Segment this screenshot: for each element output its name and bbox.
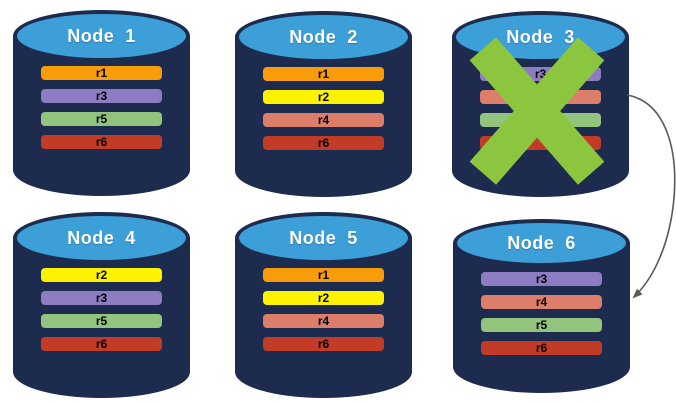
partition-bar: r6 bbox=[41, 135, 162, 149]
partition-bar: r3 bbox=[481, 272, 602, 286]
partition-bar: r3 bbox=[41, 291, 162, 305]
node-4-title: Node 4 bbox=[67, 227, 136, 248]
node-5-partitions: r1 r2 r4 r6 bbox=[263, 268, 384, 351]
node-3-cylinder-top: Node 3 bbox=[452, 11, 629, 63]
partition-bar bbox=[480, 90, 601, 104]
node-2-title: Node 2 bbox=[289, 26, 358, 47]
partition-bar: r4 bbox=[263, 314, 384, 328]
node-5-cylinder-top: Node 5 bbox=[235, 212, 412, 264]
partition-bar: r5 bbox=[41, 112, 162, 126]
partition-bar: r5 bbox=[41, 314, 162, 328]
node-3-title: Node 3 bbox=[506, 26, 575, 47]
node-1: Node 1 r1 r3 r5 r6 bbox=[13, 10, 190, 196]
node-4-cylinder-top: Node 4 bbox=[13, 212, 190, 264]
node-3: Node 3 r3 bbox=[452, 11, 629, 197]
partition-bar: r6 bbox=[41, 337, 162, 351]
partition-bar: r6 bbox=[481, 341, 602, 355]
node-6-cylinder-top: Node 6 bbox=[453, 219, 630, 267]
node-1-title: Node 1 bbox=[67, 25, 136, 46]
partition-bar: r1 bbox=[41, 66, 162, 80]
partition-bar: r5 bbox=[481, 318, 602, 332]
node-5-title: Node 5 bbox=[289, 227, 358, 248]
partition-bar: r1 bbox=[263, 67, 384, 81]
partition-bar: r2 bbox=[263, 90, 384, 104]
partition-bar: r2 bbox=[41, 268, 162, 282]
node-1-partitions: r1 r3 r5 r6 bbox=[41, 66, 162, 149]
partition-bar: r1 bbox=[263, 268, 384, 282]
partition-bar: r3 bbox=[480, 67, 601, 81]
node-5: Node 5 r1 r2 r4 r6 bbox=[235, 212, 412, 398]
partition-bar: r2 bbox=[263, 291, 384, 305]
node-2-partitions: r1 r2 r4 r6 bbox=[263, 67, 384, 150]
partition-bar bbox=[480, 113, 601, 127]
partition-bar bbox=[480, 136, 601, 150]
node-3-partitions: r3 bbox=[480, 67, 601, 150]
node-6-partitions: r3 r4 r5 r6 bbox=[481, 272, 602, 355]
partition-bar: r3 bbox=[41, 89, 162, 103]
partition-bar: r6 bbox=[263, 337, 384, 351]
node-4: Node 4 r2 r3 r5 r6 bbox=[13, 212, 190, 398]
node-6-title: Node 6 bbox=[507, 232, 576, 253]
partition-bar: r6 bbox=[263, 136, 384, 150]
partition-bar: r4 bbox=[481, 295, 602, 309]
node-2: Node 2 r1 r2 r4 r6 bbox=[235, 11, 412, 197]
node-4-partitions: r2 r3 r5 r6 bbox=[41, 268, 162, 351]
node-2-cylinder-top: Node 2 bbox=[235, 11, 412, 63]
recovery-arrow-path bbox=[626, 94, 676, 299]
node-6: Node 6 r3 r4 r5 r6 bbox=[453, 219, 630, 393]
partition-bar: r4 bbox=[263, 113, 384, 127]
node-1-cylinder-top: Node 1 bbox=[13, 10, 190, 62]
